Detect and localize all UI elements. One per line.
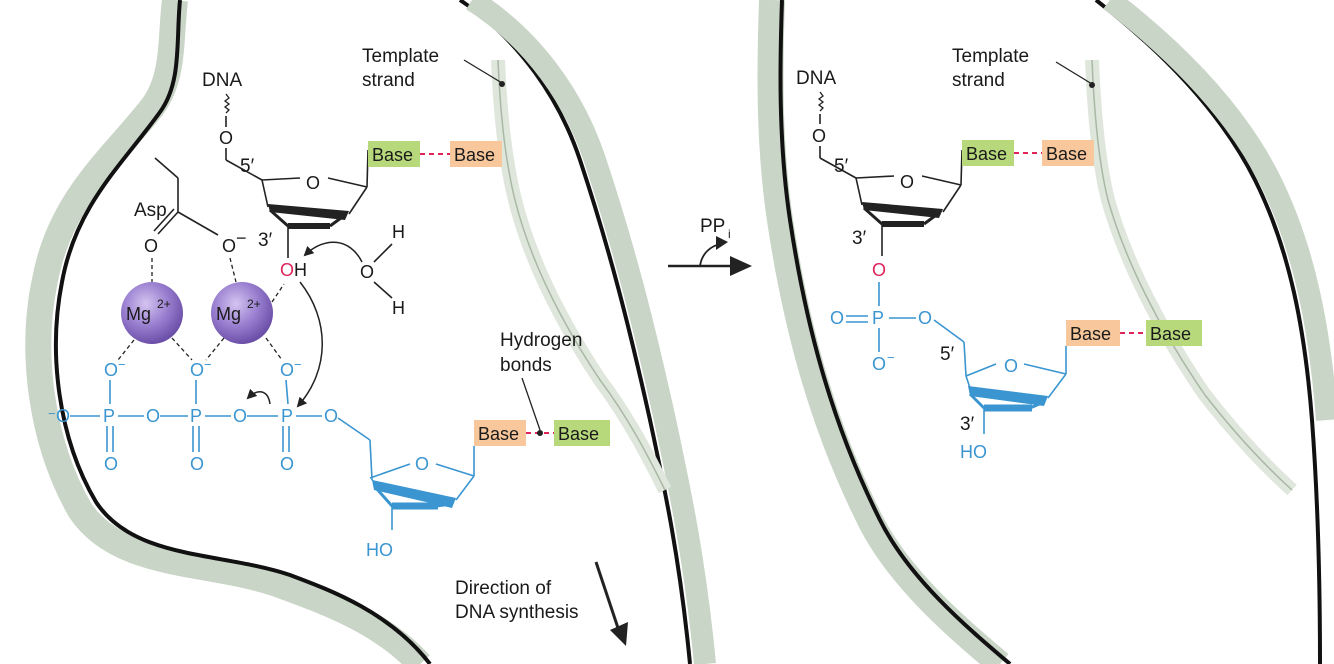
right-p-atom: P (872, 308, 884, 328)
asp-o2: O (222, 236, 236, 256)
left-base-c: Base (478, 424, 519, 444)
right-three-prime-top: 3′ (852, 228, 867, 249)
p2-o-bottom: O (190, 454, 204, 474)
p2-o-top-charge: − (204, 357, 212, 372)
mg-coordination-bonds (117, 337, 283, 361)
right-template-outline (1094, 0, 1334, 664)
right-base-a: Base (966, 144, 1007, 164)
right-enzyme-outline (757, 0, 1012, 664)
hydrogen-bonds-label-2: bonds (500, 355, 552, 376)
left-template-label-1: Template (362, 46, 439, 67)
left-o-5prime: O (219, 128, 233, 148)
p3-o-ester: O (324, 406, 338, 426)
p1-o-bottom: O (104, 454, 118, 474)
p3-o-bottom: O (280, 454, 294, 474)
p1-o-left-charge: − (48, 406, 56, 421)
left-enzyme-outline (25, 0, 432, 664)
right-base-c-box (1066, 320, 1120, 346)
p1-atom: P (103, 406, 115, 426)
right-template-label-1: Template (952, 46, 1029, 67)
right-five-prime-bottom: 5′ (940, 344, 955, 365)
mg-1-charge: 2+ (157, 297, 171, 311)
left-three-prime: 3′ (258, 230, 273, 251)
asp-o1: O (144, 236, 158, 256)
left-template-label-2: strand (362, 70, 415, 91)
left-incoming-ring-o: O (415, 454, 429, 474)
left-incoming-sugar (369, 446, 475, 530)
mg-2-charge: 2+ (247, 297, 261, 311)
direction-label-1: Direction of (455, 578, 552, 599)
left-ho-label: HO (366, 540, 393, 560)
left-base-d-box (554, 420, 610, 446)
right-new-phosphate: O P O O − (830, 282, 967, 377)
left-oh-oxygen: O (280, 260, 294, 280)
p3-o-top: O (280, 360, 294, 380)
right-p-o-minus: O (872, 354, 886, 374)
left-base-a-box (368, 141, 420, 167)
right-top-ring-oxygen: O (900, 172, 914, 192)
right-base-c: Base (1070, 324, 1111, 344)
bridge-o-1: O (146, 406, 160, 426)
right-base-d: Base (1150, 324, 1191, 344)
mg-1-label: Mg (126, 304, 151, 324)
right-five-prime-top: 5′ (834, 156, 849, 177)
right-base-b: Base (1046, 144, 1087, 164)
direction-arrow-head (610, 622, 628, 646)
left-dna-label: DNA (202, 70, 242, 91)
water-h1: H (392, 222, 405, 242)
p3-o-top-charge: − (294, 357, 302, 372)
mg-ion-2 (211, 282, 273, 344)
right-template-label-2: strand (952, 70, 1005, 91)
attack-arrow-to-phosphate (296, 281, 323, 408)
ppi-label: PP (700, 216, 725, 237)
p1-o-top-charge: − (118, 357, 126, 372)
right-template-ribbon (1085, 59, 1297, 496)
right-red-oxygen: O (872, 260, 886, 280)
p1-o-left: O (56, 406, 70, 426)
left-template-outline (458, 0, 716, 664)
right-base-a-box (962, 140, 1014, 166)
left-dna-squiggle (223, 93, 231, 114)
p2-o-top: O (190, 360, 204, 380)
right-base-b-box (1042, 140, 1094, 166)
right-p-o-minus-charge: − (887, 350, 895, 365)
water-oxygen: O (360, 262, 374, 282)
hydrogen-bonds-label-1: Hydrogen (500, 330, 582, 351)
p2-atom: P (190, 406, 202, 426)
mg-ion-1 (121, 282, 183, 344)
left-ring-oxygen: O (306, 173, 320, 193)
right-bottom-ring-o: O (1004, 356, 1018, 376)
leaving-group-arrow (246, 388, 271, 405)
right-base-d-box (1146, 320, 1202, 346)
right-three-prime-bottom: 3′ (960, 414, 975, 435)
asp-o2-charge: − (236, 228, 247, 248)
p1-o-top: O (104, 360, 118, 380)
left-oh-hydrogen: H (294, 260, 307, 280)
asp-label: Asp (134, 200, 167, 221)
left-sugar-ring (261, 177, 368, 229)
right-ho-label: HO (960, 442, 987, 462)
left-template-ribbon (491, 59, 672, 494)
ppi-sub: i (728, 227, 731, 241)
left-base-c-box (474, 420, 526, 446)
water-h2: H (392, 298, 405, 318)
right-bottom-sugar-ring (965, 346, 1067, 434)
triphosphate-chain: O − O − O − − O P O P O P O O O O (48, 357, 373, 481)
left-five-prime: 5′ (240, 156, 255, 177)
water-attack-arrow (303, 241, 363, 263)
left-base-b: Base (454, 145, 495, 165)
mg-2-label: Mg (216, 304, 241, 324)
left-base-b-box (450, 141, 502, 167)
direction-label-2: DNA synthesis (455, 602, 579, 623)
bridge-o-2: O (233, 406, 247, 426)
right-dna-label: DNA (796, 68, 836, 89)
right-p-o-double: O (830, 308, 844, 328)
left-base-a: Base (372, 145, 413, 165)
left-base-d: Base (558, 424, 599, 444)
right-p-o-ester: O (918, 308, 932, 328)
p3-atom: P (281, 406, 293, 426)
right-top-sugar-ring (855, 175, 962, 227)
right-o-5prime: O (812, 126, 826, 146)
